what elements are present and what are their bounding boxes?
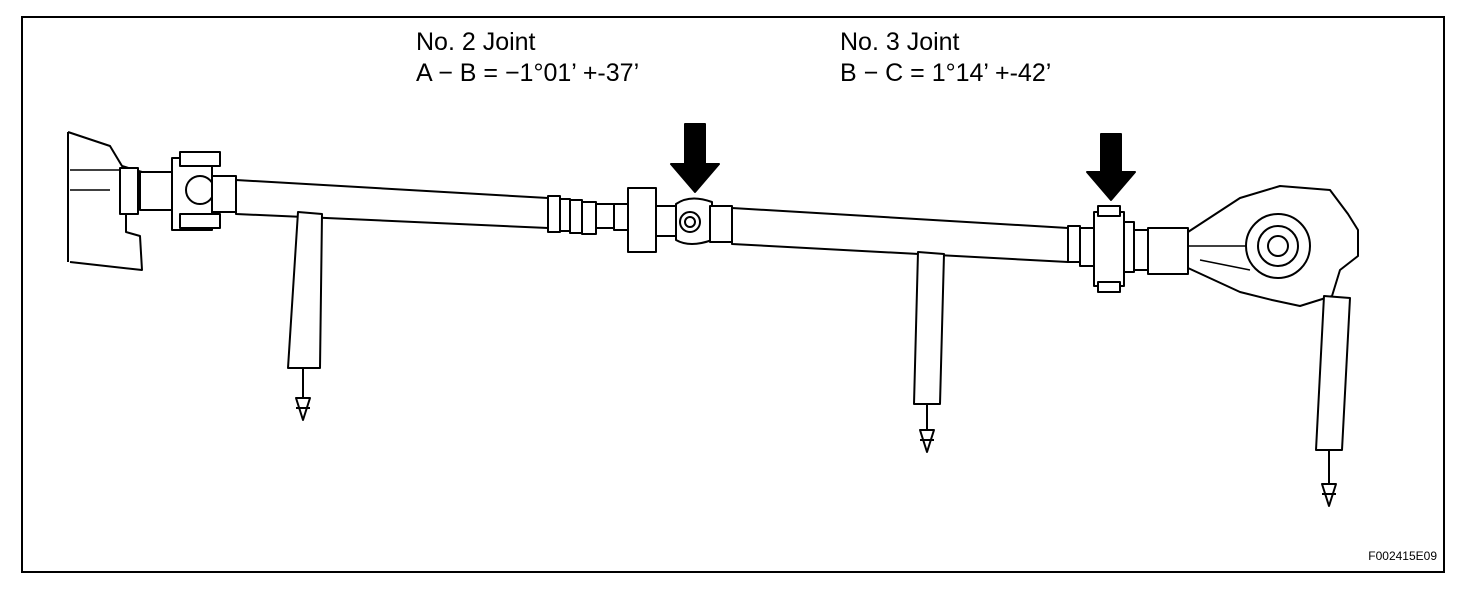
- figure-code: F002415E09: [1368, 549, 1437, 563]
- front-flange: [119, 151, 237, 231]
- gauge-b: [913, 251, 945, 453]
- joint-2-title: No. 2 Joint: [416, 28, 536, 56]
- no2-joint: [613, 187, 733, 253]
- rear-propeller-shaft: [731, 207, 1081, 263]
- joint-2-formula: A − B = −1°01’ +-37’: [416, 59, 640, 87]
- no3-joint-arrow-icon: [1086, 133, 1136, 201]
- gauge-a: [287, 211, 323, 421]
- front-propeller-shaft: [235, 179, 617, 235]
- no2-joint-arrow-icon: [670, 123, 720, 193]
- joint-3-formula: B − C = 1°14’ +-42’: [840, 59, 1052, 87]
- joint-3-title: No. 3 Joint: [840, 28, 960, 56]
- no3-joint: [1079, 205, 1135, 293]
- differential-housing: [1133, 185, 1359, 307]
- gauge-c: [1315, 295, 1351, 507]
- figure-frame: F002415E09: [21, 16, 1445, 573]
